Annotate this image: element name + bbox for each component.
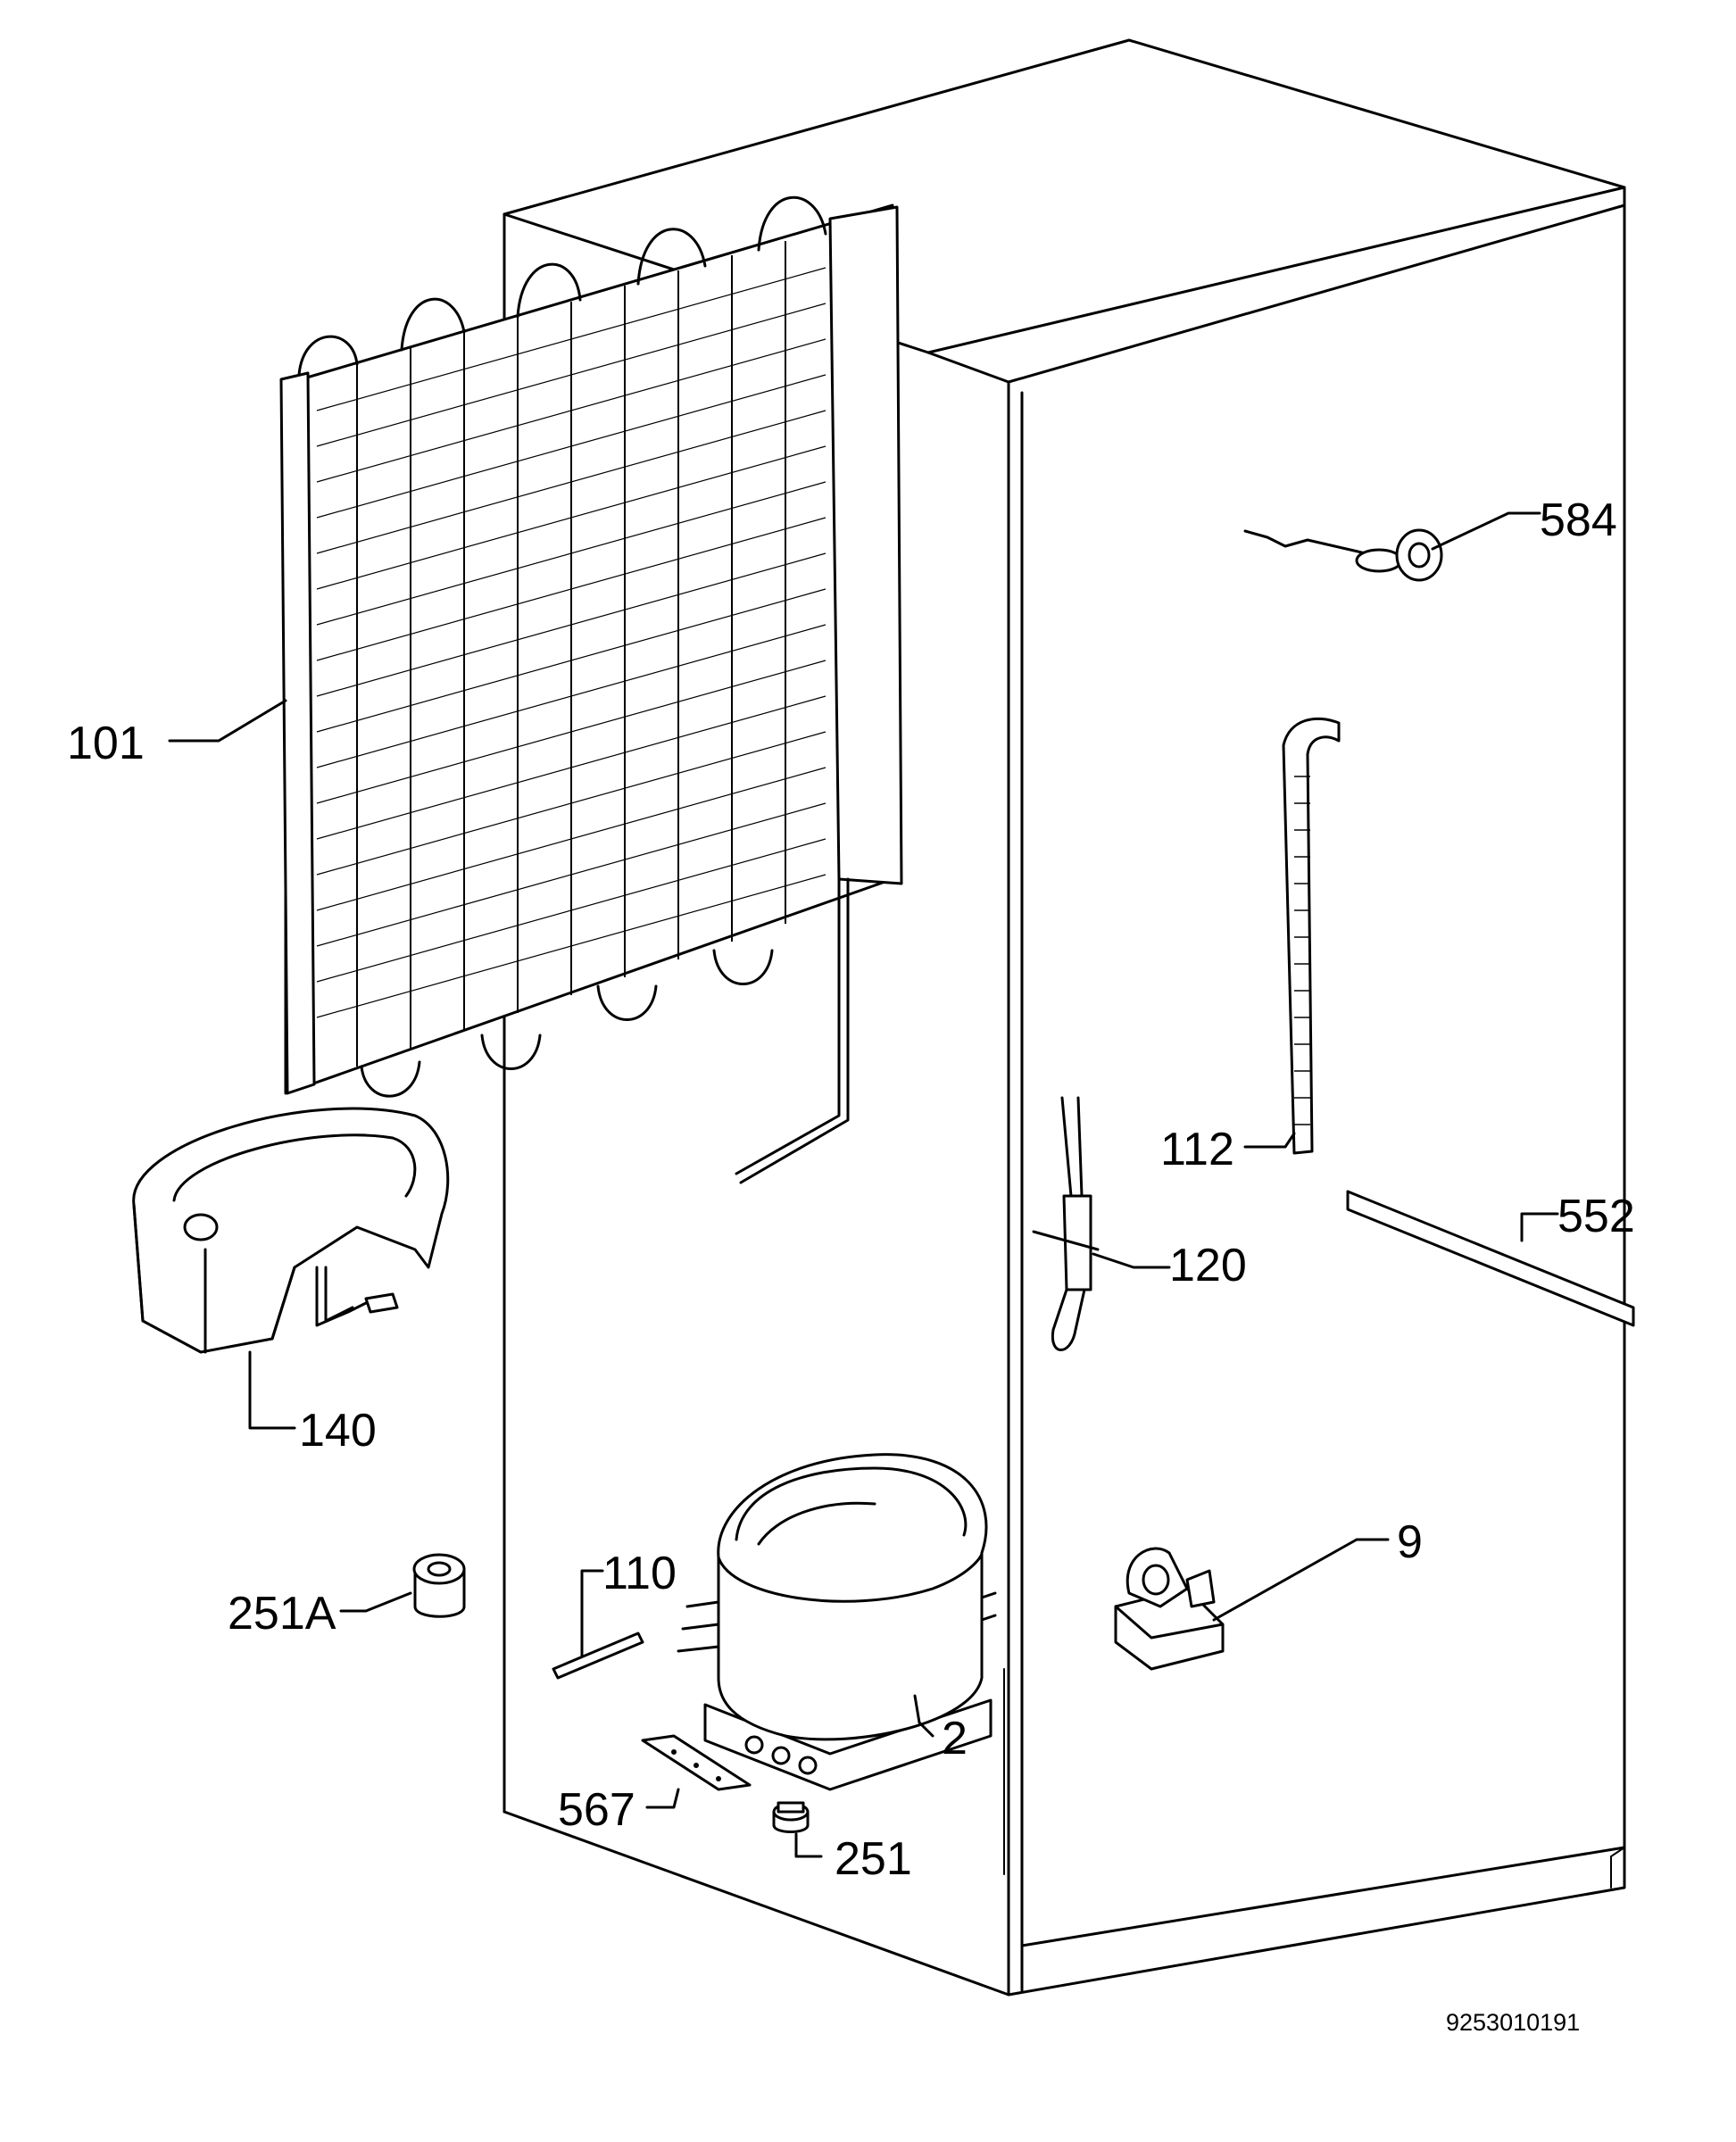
sensor-part-584 [1243, 528, 1443, 582]
compressor-part-2 [677, 1453, 997, 1791]
strip-part-552 [1346, 1190, 1635, 1327]
label-251: 251 [835, 1833, 912, 1885]
leader-101 [168, 699, 287, 743]
plate-part-567 [641, 1734, 752, 1791]
drip-tray-140 [132, 1107, 450, 1354]
document-number: 9253010191 [1446, 2009, 1580, 2036]
foot-part-251 [772, 1801, 810, 1833]
label-101: 101 [67, 718, 145, 769]
leader-567 [645, 1788, 680, 1809]
label-9: 9 [1397, 1516, 1423, 1568]
bracket-part-9 [1114, 1547, 1225, 1671]
drain-hose-112 [1282, 717, 1341, 1155]
tube-part-110 [552, 1631, 644, 1680]
grommet-251a [412, 1553, 466, 1618]
leader-2 [913, 1694, 934, 1738]
leader-140 [248, 1350, 296, 1430]
label-140: 140 [299, 1405, 377, 1457]
leader-584 [1431, 511, 1541, 551]
label-584: 584 [1540, 494, 1617, 546]
leader-251 [794, 1832, 823, 1858]
probe-part-120 [1032, 1096, 1100, 1351]
label-2: 2 [942, 1713, 968, 1764]
label-552: 552 [1557, 1191, 1635, 1242]
leader-251a [339, 1591, 412, 1613]
label-120: 120 [1169, 1240, 1247, 1291]
leader-120 [1092, 1252, 1171, 1269]
leader-110 [580, 1569, 604, 1657]
label-112: 112 [1160, 1124, 1234, 1175]
condenser-coil [279, 196, 903, 1184]
label-251a: 251A [228, 1588, 336, 1640]
leader-112 [1243, 1132, 1296, 1149]
label-110: 110 [602, 1548, 677, 1599]
label-567: 567 [558, 1784, 635, 1836]
leader-9 [1212, 1538, 1390, 1622]
leader-552 [1520, 1212, 1559, 1242]
